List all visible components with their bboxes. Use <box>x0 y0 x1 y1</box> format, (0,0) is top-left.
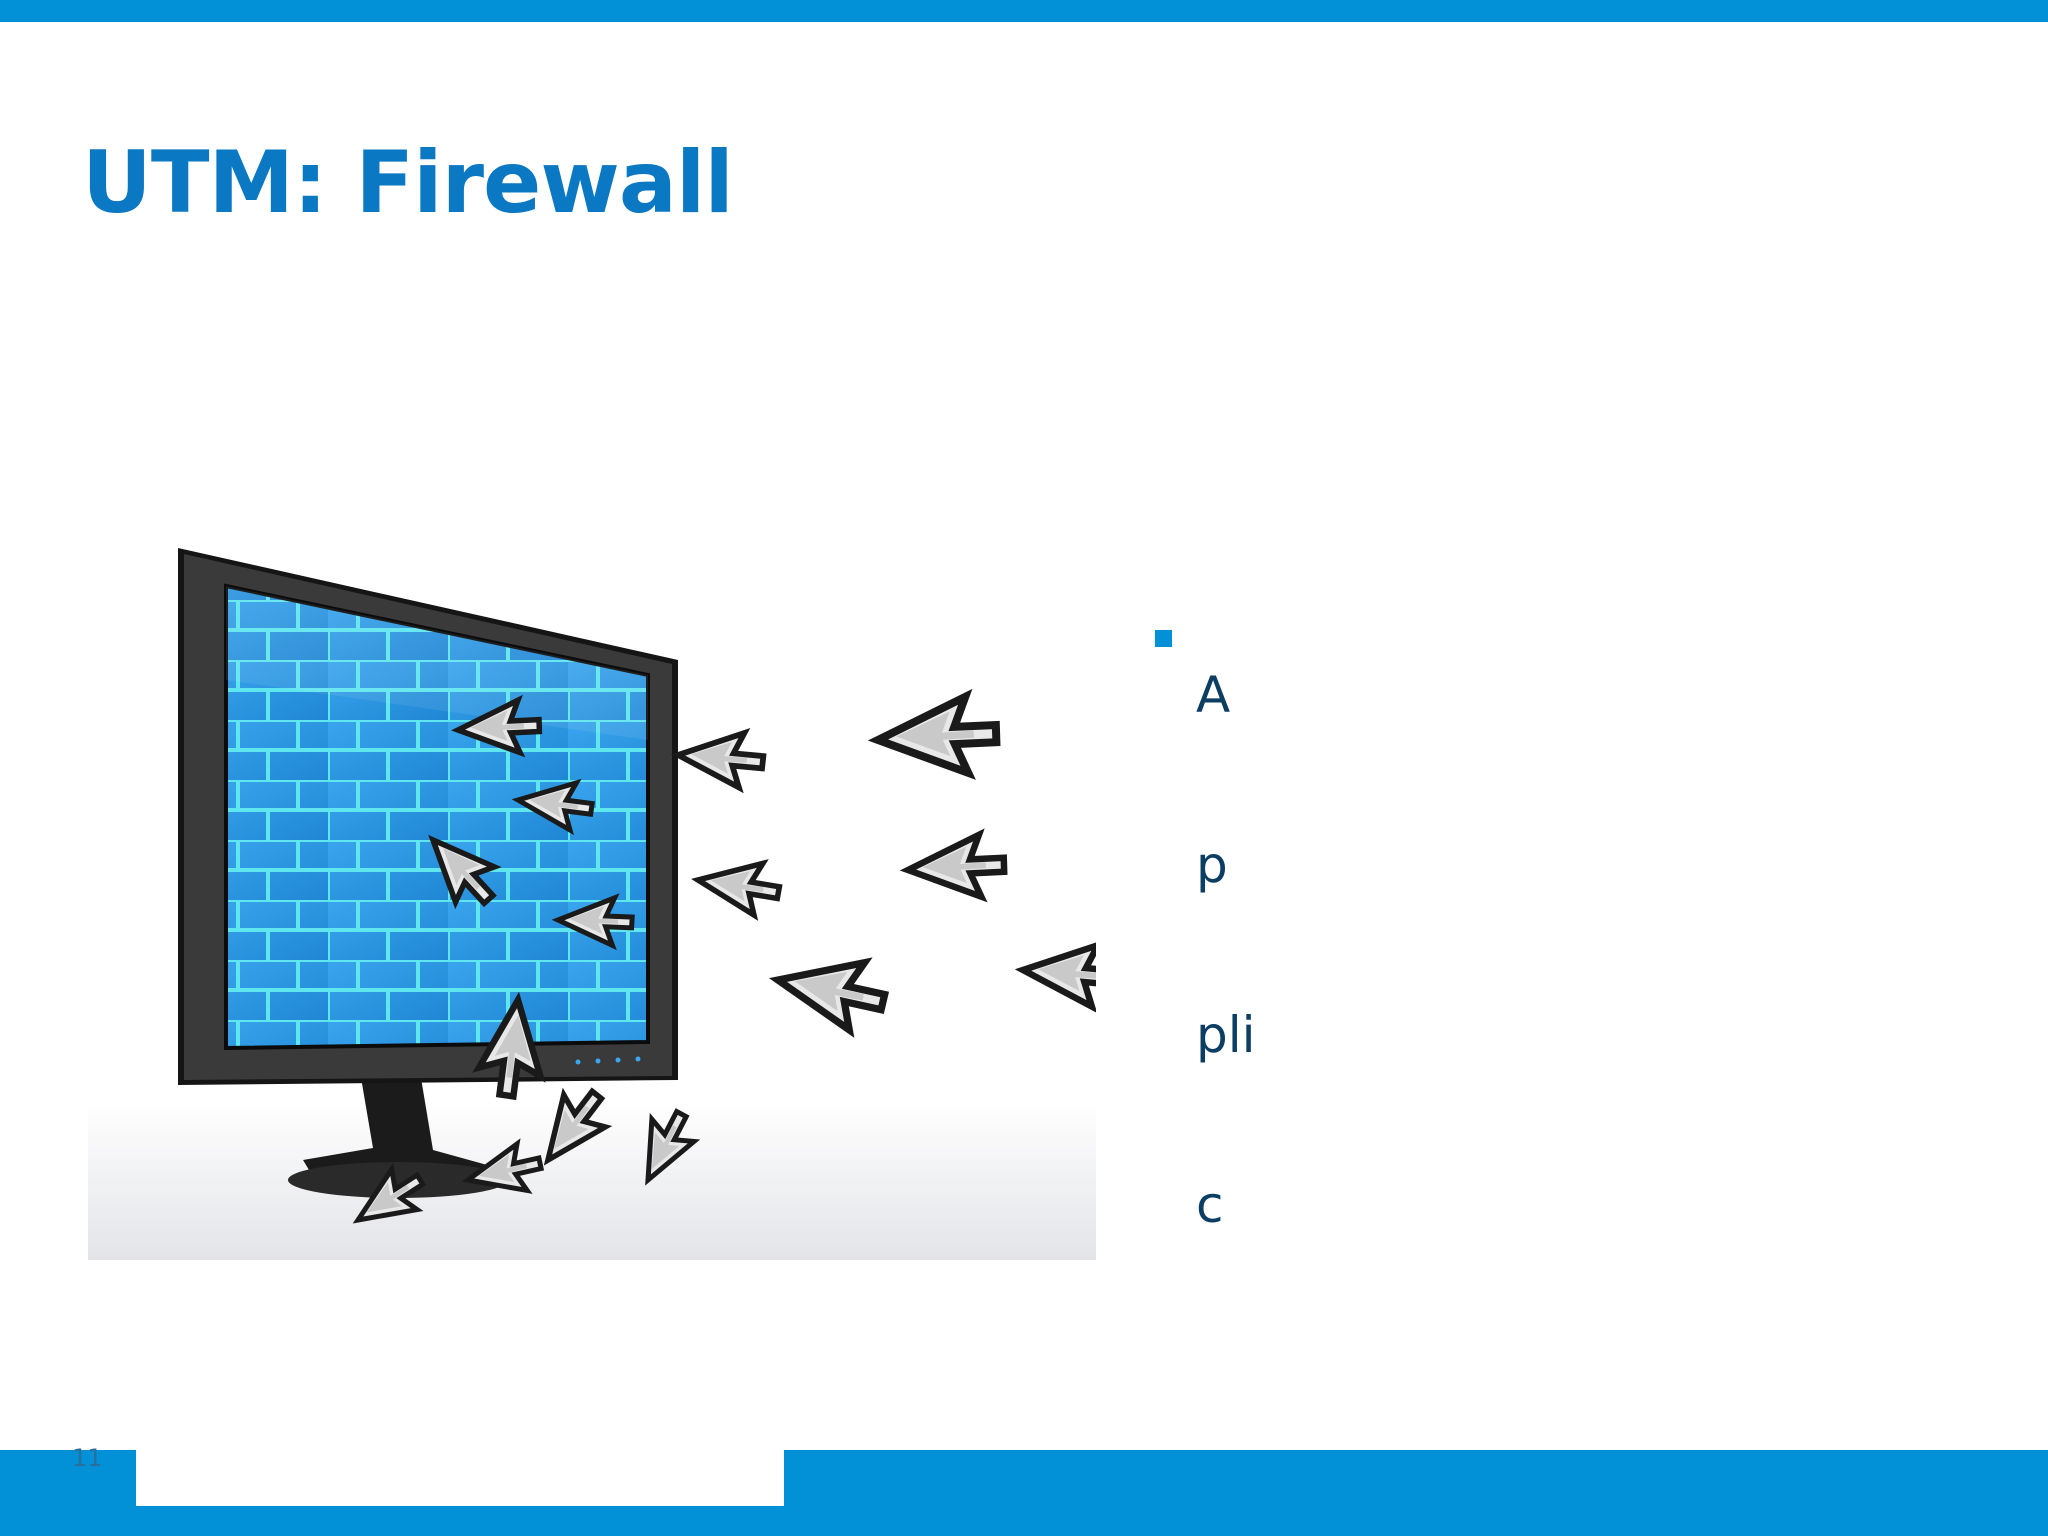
page-number: 11 <box>72 1444 103 1472</box>
footer-notch <box>136 1450 784 1506</box>
bullet-marker <box>1155 630 1172 647</box>
slide-title: UTM: Firewall <box>82 133 734 233</box>
bullet-text: Applic <box>1196 666 1256 1234</box>
firewall-illustration <box>88 540 1100 1260</box>
top-accent-bar <box>0 0 2048 22</box>
